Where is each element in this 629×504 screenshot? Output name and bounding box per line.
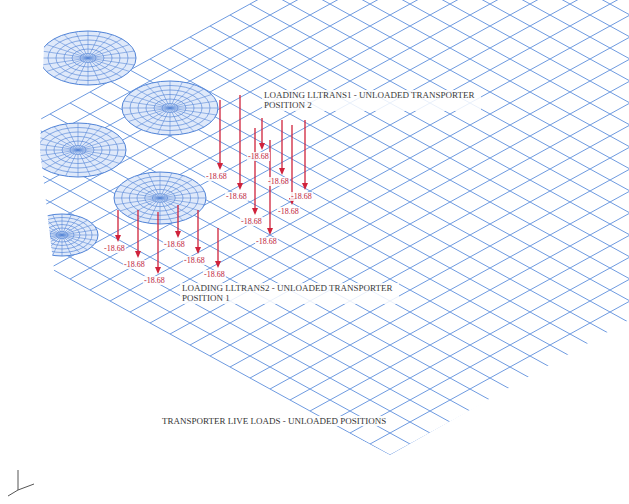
mesh-line <box>0 0 629 235</box>
mesh-line <box>230 15 629 279</box>
load-value: -18.68 <box>163 240 186 249</box>
load-arrow <box>217 100 223 170</box>
mesh-line <box>270 0 629 257</box>
mesh-line <box>570 0 629 92</box>
load-value: -18.68 <box>290 192 313 201</box>
mesh-grid <box>0 0 629 455</box>
mesh-line <box>290 0 629 246</box>
load-value: -18.68 <box>255 237 278 246</box>
load-value: -18.68 <box>123 260 146 269</box>
load-value: -18.68 <box>143 276 166 285</box>
mesh-line <box>590 0 629 81</box>
mesh-line <box>150 59 629 323</box>
load-case-label: LOADING LLTRANS2 - UNLOADED TRANSPORTER … <box>180 283 399 304</box>
mesh-line <box>110 81 590 345</box>
load-value: -18.68 <box>103 244 126 253</box>
mesh-line <box>250 4 629 268</box>
load-arrow <box>259 118 265 150</box>
figure-caption: TRANSPORTER LIVE LOADS - UNLOADED POSITI… <box>160 416 388 426</box>
mesh-line <box>70 103 550 367</box>
mesh-line <box>170 48 629 312</box>
load-value: -18.68 <box>247 152 270 161</box>
load-arrow <box>215 228 221 268</box>
load-arrow <box>195 210 201 254</box>
load-value: -18.68 <box>277 207 300 216</box>
load-arrows <box>115 95 308 274</box>
load-value: -18.68 <box>183 256 206 265</box>
load-value: -18.68 <box>267 177 290 186</box>
load-arrow <box>155 212 161 274</box>
mesh-line <box>290 26 629 400</box>
axis-triad <box>8 470 34 496</box>
refined-mesh-zone <box>122 81 218 135</box>
mesh-line <box>310 0 629 235</box>
refined-mesh-zone <box>114 172 206 224</box>
mesh-line <box>110 0 629 301</box>
refined-mesh-zone <box>30 123 126 177</box>
mesh-line <box>0 0 610 202</box>
mesh-line <box>0 0 629 213</box>
mesh-line <box>0 180 410 444</box>
load-value: -18.68 <box>203 270 226 279</box>
mesh-line <box>430 0 629 169</box>
mesh-line <box>490 0 629 136</box>
load-arrow <box>302 120 308 190</box>
refined-mesh-zone <box>40 31 136 85</box>
mesh-line <box>190 37 629 301</box>
mesh-line <box>390 81 629 455</box>
load-arrow <box>175 205 181 238</box>
mesh-line <box>550 0 629 103</box>
load-value: -18.68 <box>240 217 263 226</box>
mesh-line <box>210 26 629 290</box>
load-arrow <box>115 210 121 242</box>
mesh-line <box>0 147 470 411</box>
load-arrow <box>252 128 258 215</box>
mesh-line <box>470 0 629 147</box>
mesh-line <box>0 158 450 422</box>
load-arrow <box>279 120 285 175</box>
mesh-line <box>90 0 629 290</box>
load-value: -18.68 <box>205 172 228 181</box>
mesh-line <box>150 0 629 323</box>
mesh-line <box>0 191 390 455</box>
refined-mesh-zone <box>26 214 98 256</box>
mesh-line <box>450 0 629 158</box>
mesh-line <box>510 0 629 125</box>
mesh-line <box>530 0 629 114</box>
load-arrow <box>237 95 243 190</box>
load-arrow <box>135 210 141 258</box>
mesh-line <box>250 4 629 378</box>
load-value: -18.68 <box>225 192 248 201</box>
load-case-label: LOADING LLTRANS1 - UNLOADED TRANSPORTER … <box>262 90 481 111</box>
mesh-line <box>0 169 430 433</box>
